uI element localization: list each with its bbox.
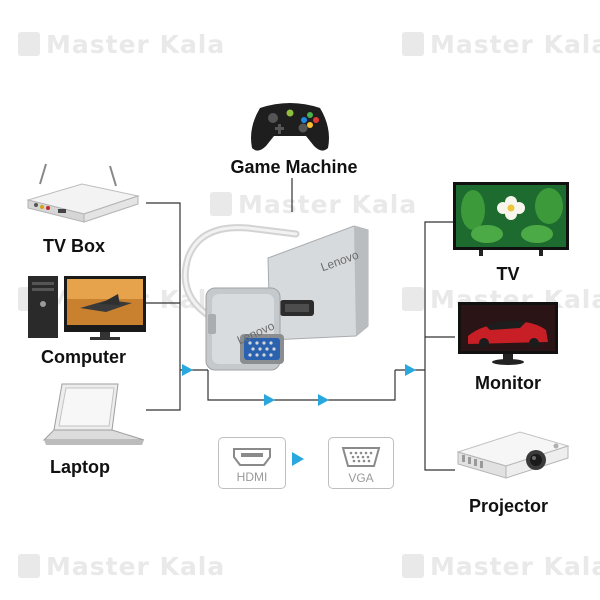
- vga-label: VGA: [348, 471, 374, 485]
- computer-label: Computer: [41, 347, 126, 367]
- adapter-loop-line: [207, 370, 396, 401]
- laptop-icon: [42, 383, 145, 445]
- laptop-label: Laptop: [50, 457, 110, 477]
- tv-box-label: TV Box: [43, 236, 106, 256]
- computer-icon: [28, 276, 146, 340]
- watermark-top-left: Master Kala: [18, 30, 225, 59]
- vga-badge: VGA: [328, 437, 394, 489]
- watermark-top-right: Master Kala: [402, 30, 600, 59]
- arrow-icon: [405, 364, 416, 376]
- arrow-icon: [264, 394, 275, 406]
- conversion-arrow-icon: [292, 452, 304, 466]
- monitor-icon: [458, 302, 558, 365]
- hdmi-to-vga-adapter: [181, 224, 369, 371]
- arrow-icon: [318, 394, 329, 406]
- tv-label: TV: [496, 264, 520, 284]
- game-machine-label: Game Machine: [230, 157, 358, 177]
- projector-icon: [456, 431, 570, 479]
- arrow-icon: [182, 364, 193, 376]
- hdmi-badge: HDMI: [218, 437, 286, 489]
- tv-box-icon: [26, 163, 140, 223]
- game-controller-icon: [251, 103, 329, 151]
- watermark-bottom-left: Master Kala: [18, 552, 225, 581]
- watermark-bottom-right: Master Kala: [402, 552, 600, 581]
- source-bracket-line: [146, 202, 181, 411]
- projector-label: Projector: [469, 496, 549, 516]
- vga-port-icon: [341, 447, 381, 467]
- monitor-label: Monitor: [475, 373, 541, 393]
- hdmi-port-icon: [233, 448, 271, 466]
- hdmi-label: HDMI: [236, 470, 268, 484]
- output-bracket-line: [424, 221, 455, 471]
- watermark-center: Master Kala: [210, 190, 417, 219]
- tv-icon: [453, 182, 569, 256]
